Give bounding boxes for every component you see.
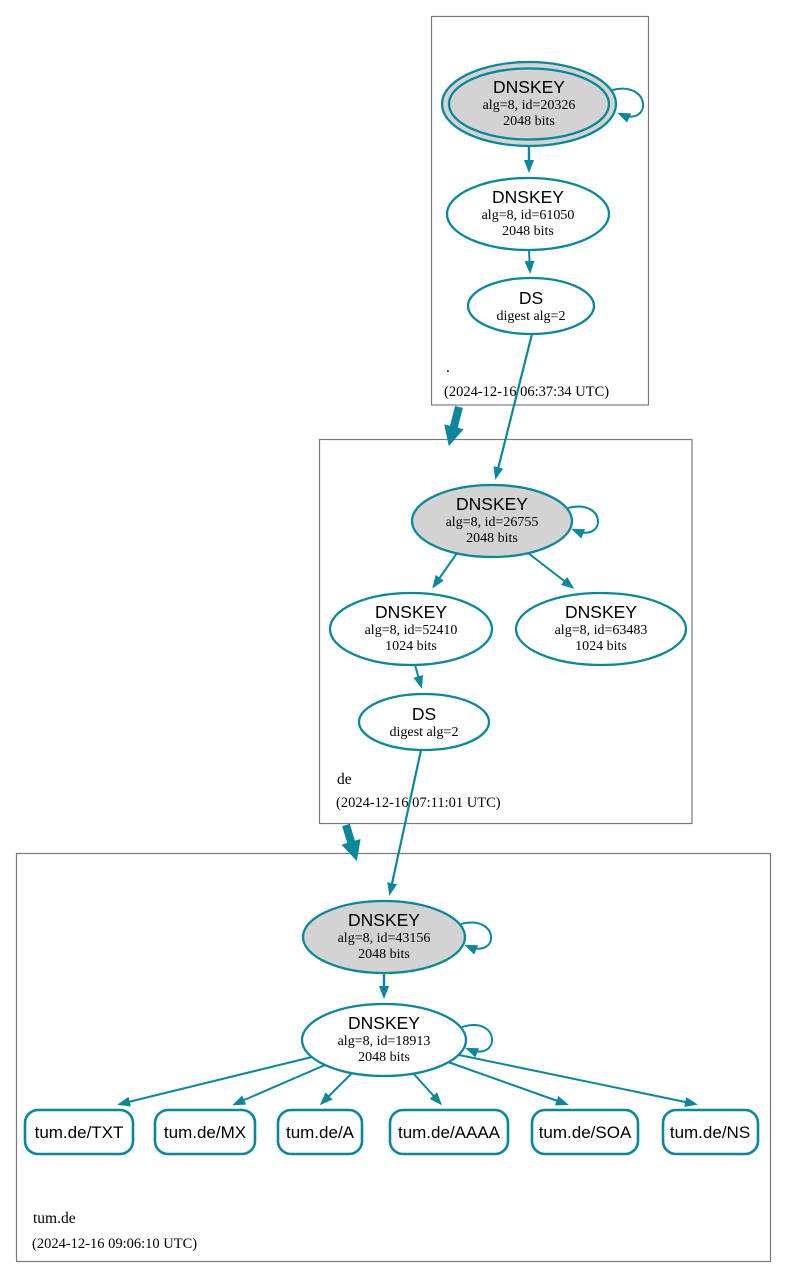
rrset-aaaa-node[interactable]: tum.de/AAAA [388,1108,510,1156]
zone-delegation-arrow-de-tumde [341,823,361,861]
node-detail: alg=8, id=61050 [482,208,575,223]
node-title: DNSKEY [493,77,565,97]
edge-zsk-root-to-ds-root [524,249,535,274]
edge-zsk-tumde-to-aaaa [412,1072,443,1106]
rrset-label: tum.de/AAAA [398,1123,501,1142]
edge-ksk-de-selfloop [567,505,599,539]
node-detail: 2048 bits [358,947,410,962]
node-detail: 2048 bits [503,114,555,129]
de-zsk-dnskey-node-1[interactable]: DNSKEY alg=8, id=52410 1024 bits [328,591,494,667]
rrset-txt-node[interactable]: tum.de/TXT [23,1108,135,1156]
root-ds-node[interactable]: DS digest alg=2 [466,276,596,336]
rrset-label: tum.de/NS [670,1123,750,1142]
tumde-ksk-dnskey-node[interactable]: DNSKEY alg=8, id=43156 2048 bits [301,899,467,975]
node-title: DNSKEY [375,602,447,622]
node-title: DS [519,288,543,308]
edge-zsk-tumde-to-a [319,1072,353,1106]
de-ds-node[interactable]: DS digest alg=2 [357,692,491,752]
node-title: DNSKEY [348,1013,420,1033]
edge-zsk-tumde-to-txt [117,1056,313,1107]
rrset-soa-node[interactable]: tum.de/SOA [530,1108,640,1156]
edge-zsk-tumde-to-soa [447,1061,569,1106]
node-detail: digest alg=2 [390,725,459,740]
zone-label-root: . [446,359,450,376]
zone-timestamp-root: (2024-12-16 06:37:34 UTC) [444,384,609,400]
node-detail: alg=8, id=20326 [483,98,576,113]
edge-ksk-tumde-selfloop [460,921,492,955]
zone-delegation-arrow-root-de [444,405,464,447]
node-detail: alg=8, id=43156 [338,931,431,946]
node-title: DS [412,704,436,724]
root-ksk-dnskey-node[interactable]: DNSKEY alg=8, id=20326 2048 bits [440,60,618,148]
edge-zsk-tumde-to-ns [458,1054,698,1107]
zone-timestamp-de: (2024-12-16 07:11:01 UTC) [336,795,501,811]
root-zsk-dnskey-node[interactable]: DNSKEY alg=8, id=61050 2048 bits [445,176,611,252]
edge-zsk-tumde-selfloop [461,1024,493,1058]
node-detail: alg=8, id=18913 [338,1034,431,1049]
node-detail: alg=8, id=52410 [365,623,458,638]
node-detail: 1024 bits [385,639,437,654]
edge-ksk-de-to-zsk-de1 [432,552,458,589]
node-detail: alg=8, id=63483 [555,623,648,638]
zone-label-de: de [337,771,352,788]
edge-ksk-de-to-zsk-de2 [527,552,575,589]
rrset-label: tum.de/MX [164,1123,246,1142]
edge-ksk-root-selfloop [611,87,644,123]
zone-timestamp-tumde: (2024-12-16 09:06:10 UTC) [32,1236,197,1252]
edge-zsk-tumde-to-mx [232,1064,326,1106]
edge-zsk-de1-to-ds-de [413,664,424,689]
rrset-a-node[interactable]: tum.de/A [276,1108,364,1156]
node-detail: 2048 bits [502,224,554,239]
de-ksk-dnskey-node[interactable]: DNSKEY alg=8, id=26755 2048 bits [410,483,574,559]
node-detail: 2048 bits [466,531,518,546]
de-zsk-dnskey-node-2[interactable]: DNSKEY alg=8, id=63483 1024 bits [514,591,688,667]
node-title: DNSKEY [456,494,528,514]
zone-label-tumde: tum.de [33,1210,76,1227]
node-title: DNSKEY [348,910,420,930]
node-title: DNSKEY [565,602,637,622]
node-title: DNSKEY [492,187,564,207]
rrset-ns-node[interactable]: tum.de/NS [661,1108,760,1156]
rrset-label: tum.de/SOA [539,1123,632,1142]
rrset-label: tum.de/TXT [35,1123,124,1142]
node-detail: digest alg=2 [497,309,566,324]
tumde-zsk-dnskey-node[interactable]: DNSKEY alg=8, id=18913 2048 bits [300,1002,468,1078]
node-detail: 2048 bits [358,1050,410,1065]
rrset-mx-node[interactable]: tum.de/MX [153,1108,257,1156]
node-detail: alg=8, id=26755 [446,515,539,530]
edge-ds-de-to-ksk-tumde [387,749,423,896]
edge-ds-root-to-ksk-de [493,333,534,480]
node-detail: 1024 bits [575,639,627,654]
rrset-label: tum.de/A [286,1123,355,1142]
